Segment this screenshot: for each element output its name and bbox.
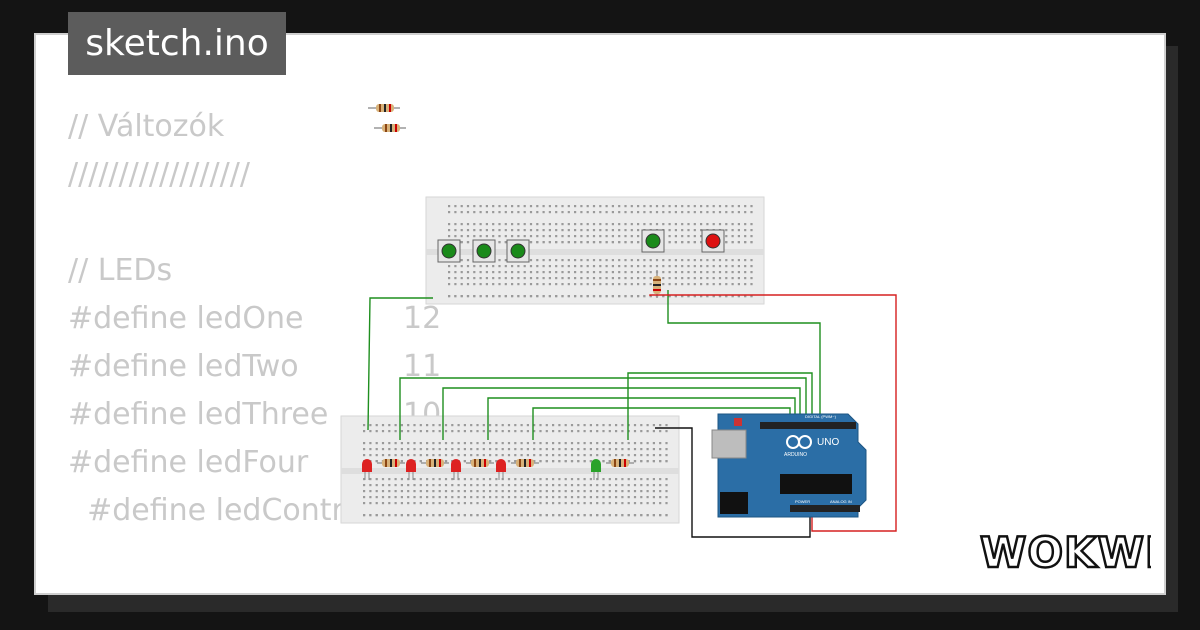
code-text: ////////////////// — [68, 157, 250, 192]
led — [406, 459, 416, 480]
pushbutton — [701, 229, 725, 253]
code-text: // Változók — [68, 109, 225, 144]
analog-label: ANALOG IN — [830, 499, 852, 504]
wires — [367, 290, 897, 538]
atmega-chip — [780, 474, 852, 494]
resistor — [421, 459, 449, 467]
led — [496, 459, 506, 480]
pushbutton — [437, 239, 461, 263]
code-text: // LEDs — [68, 253, 173, 288]
code-line: ////////////////// — [68, 151, 344, 199]
code-text: #define ledContr — [68, 493, 344, 528]
wire-green — [367, 297, 433, 431]
wire-green — [532, 407, 791, 440]
code-text: // B — [68, 589, 118, 593]
code-text: #define ledTwo — [68, 349, 299, 384]
code-line: // B — [68, 583, 344, 593]
code-text: #define ledOne — [68, 301, 304, 336]
loose-resistor — [368, 104, 400, 112]
breadboard-bottom — [340, 415, 680, 524]
board-sub: ARDUINO — [784, 452, 807, 458]
code-line: // LEDs — [68, 247, 344, 295]
code-line: #define ledOne 12 — [68, 295, 441, 343]
usb-port — [711, 429, 747, 459]
wire-green — [667, 290, 821, 414]
wire-green — [627, 372, 813, 440]
resistor — [377, 459, 405, 467]
code-line: #define ledFour9 — [68, 439, 422, 487]
code-line: // Változók — [68, 103, 344, 151]
led — [362, 459, 372, 480]
wire-red — [649, 294, 897, 532]
power-jack — [720, 492, 748, 514]
resistor — [511, 459, 539, 467]
resistor — [466, 459, 494, 467]
code-text: #define ledFour — [68, 445, 309, 480]
board-name: UNO — [817, 437, 839, 448]
reset-button — [734, 418, 742, 426]
digital-header — [760, 422, 856, 429]
pushbutton — [641, 229, 665, 253]
file-title: sketch.ino — [68, 12, 286, 75]
wire-green — [442, 387, 801, 440]
code-background: // Változók ////////////////// // LEDs #def… — [68, 103, 441, 593]
loose-resistor — [374, 124, 406, 132]
power-analog-header — [790, 505, 860, 512]
code-line: #define ledContr — [68, 487, 344, 535]
led — [591, 459, 601, 480]
wire-green — [487, 397, 796, 440]
code-text: #define ledThree — [68, 397, 329, 432]
led — [451, 459, 461, 480]
arduino-uno-board: UNO ARDUINO DIGITAL (PWM~) POWER ANALOG … — [711, 413, 867, 518]
wire-green — [399, 377, 807, 440]
digital-label: DIGITAL (PWM~) — [805, 414, 837, 419]
wire-black — [655, 427, 811, 538]
code-value: 12 — [403, 301, 442, 336]
wokwi-logo: WOKWI — [979, 527, 1151, 579]
resistor — [606, 459, 634, 467]
wokwi-logo-text: WOKWI — [980, 528, 1151, 577]
preview-card: // Változók ////////////////// // LEDs #def… — [34, 33, 1166, 595]
resistor — [653, 270, 661, 298]
pushbutton — [506, 239, 530, 263]
pushbutton — [472, 239, 496, 263]
power-label: POWER — [795, 499, 810, 504]
